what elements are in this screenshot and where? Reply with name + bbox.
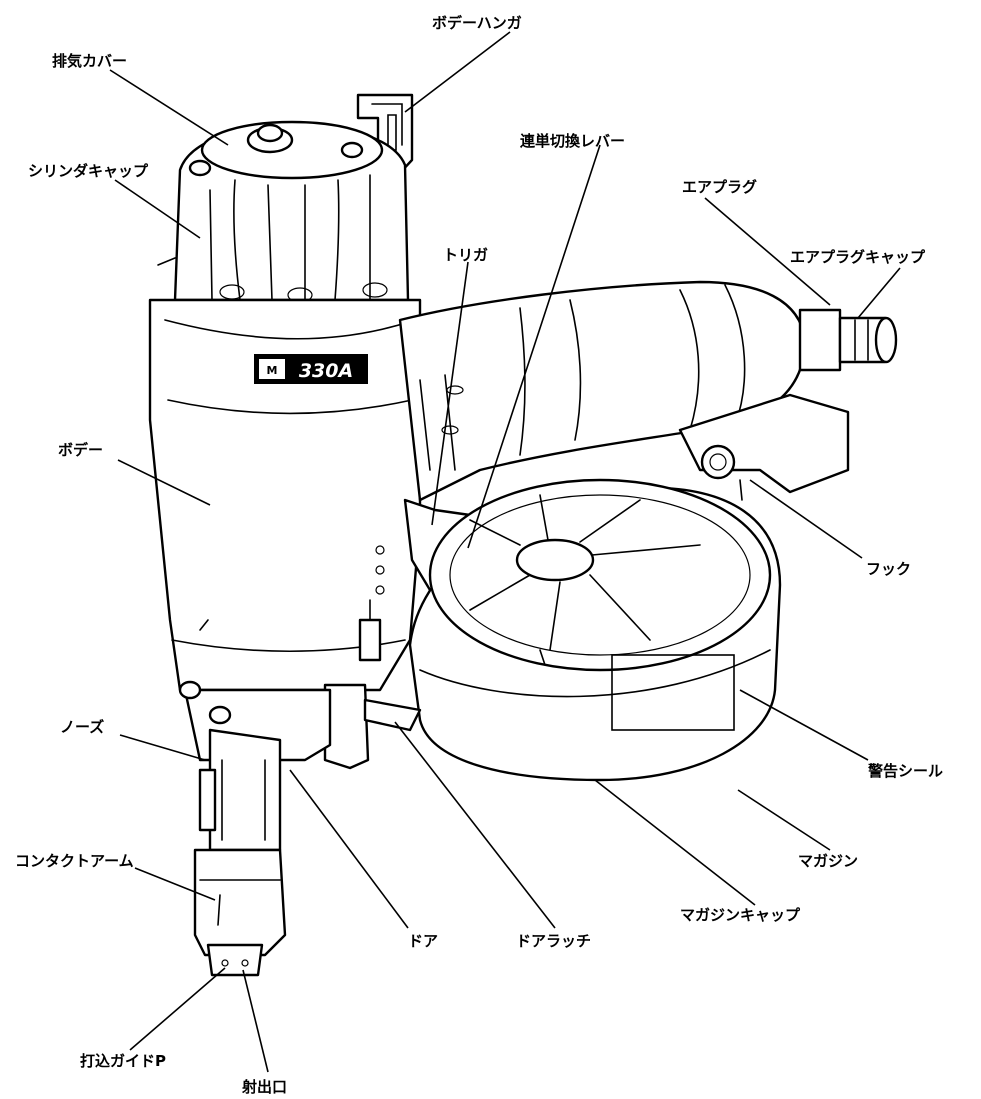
label-mode-switch-lever: 連単切換レバー bbox=[520, 132, 625, 150]
cylinder-cap bbox=[157, 120, 410, 303]
nail-gun-illustration: M 330A bbox=[148, 93, 898, 977]
label-nose: ノーズ bbox=[60, 718, 104, 736]
label-door: ドア bbox=[408, 932, 438, 950]
part-labels: ボデーハンガ 排気カバー シリンダキャップ 連単切換レバー エアプラグ エアプラ… bbox=[15, 14, 943, 1096]
label-hook: フック bbox=[866, 560, 911, 578]
label-air-plug: エアプラグ bbox=[682, 178, 757, 196]
contact-arm bbox=[193, 848, 287, 977]
label-body-hanger: ボデーハンガ bbox=[432, 14, 522, 32]
label-magazine: マガジン bbox=[798, 852, 858, 870]
label-outlet: 射出口 bbox=[241, 1078, 287, 1096]
label-body: ボデー bbox=[58, 441, 103, 459]
magazine bbox=[408, 478, 782, 782]
leader-lines bbox=[109, 31, 901, 1073]
label-contact-arm: コンタクトアーム bbox=[15, 852, 134, 870]
door bbox=[323, 599, 422, 770]
label-air-plug-cap: エアプラグキャップ bbox=[790, 248, 926, 266]
svg-text:M: M bbox=[267, 364, 278, 377]
label-warning-seal: 警告シール bbox=[867, 762, 943, 780]
label-exhaust-cover: 排気カバー bbox=[52, 52, 127, 70]
label-cylinder-cap: シリンダキャップ bbox=[28, 162, 149, 180]
body: M 330A bbox=[148, 298, 422, 692]
label-door-latch: ドアラッチ bbox=[516, 932, 591, 950]
label-trigger: トリガ bbox=[443, 246, 488, 264]
label-magazine-cap: マガジンキャップ bbox=[680, 906, 801, 924]
label-driving-guide: 打込ガイドP bbox=[80, 1052, 166, 1070]
nose bbox=[178, 680, 332, 852]
hook bbox=[678, 393, 850, 501]
model-badge: 330A bbox=[299, 360, 353, 382]
